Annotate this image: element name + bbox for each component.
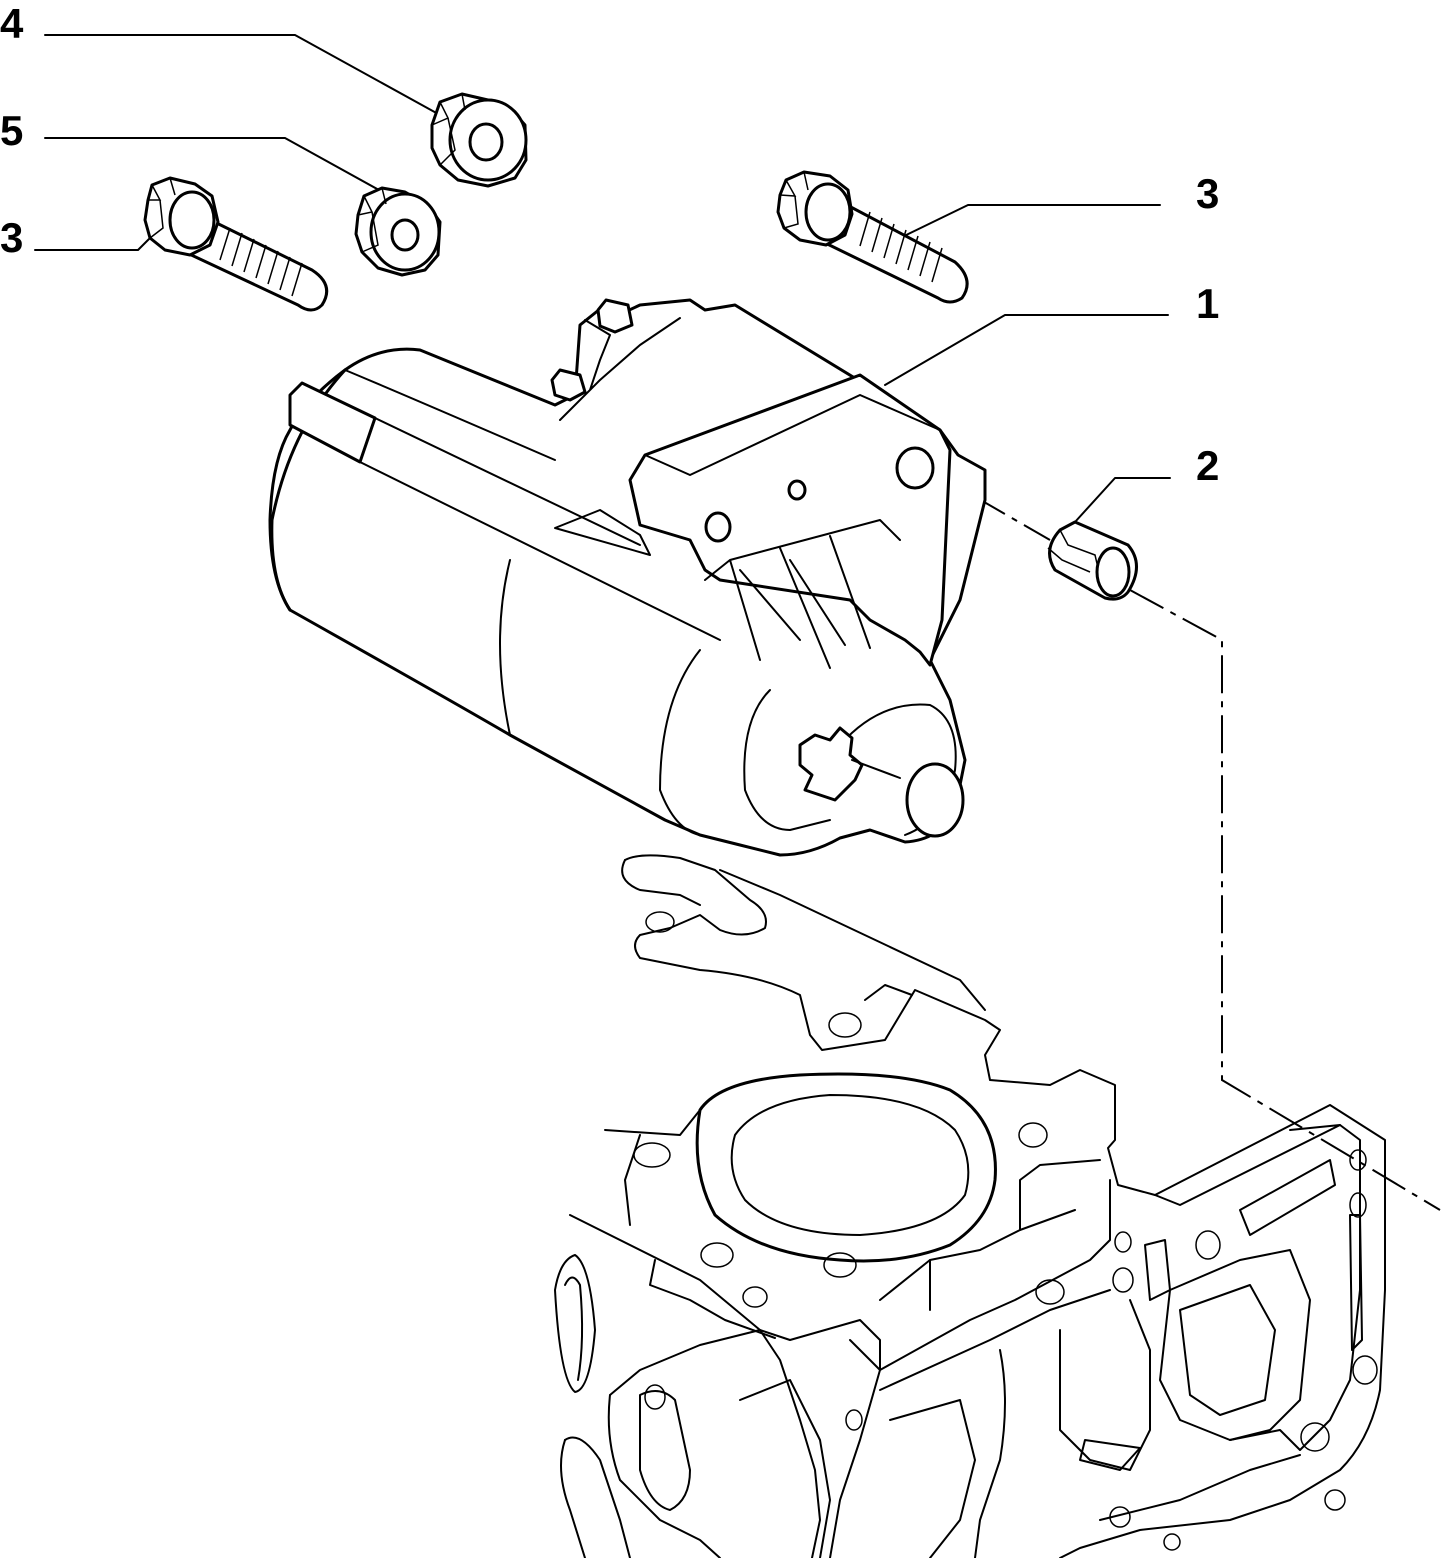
callout-2: 2	[1196, 442, 1219, 489]
leader-lines	[34, 34, 1171, 523]
callout-5: 5	[0, 107, 23, 154]
leader-5	[44, 137, 389, 196]
bolt-right	[776, 170, 969, 304]
callout-4: 4	[0, 0, 24, 47]
flange-nut-large	[430, 92, 528, 188]
leader-4	[44, 34, 441, 116]
callout-3-right: 3	[1196, 170, 1219, 217]
assembly-axis-lines	[919, 464, 1441, 1211]
engine-block	[554, 854, 1386, 1558]
leader-3-left	[34, 227, 161, 251]
bolt-left	[143, 176, 329, 312]
dowel-sleeve	[1047, 520, 1138, 601]
leader-1	[884, 314, 1169, 386]
callout-1: 1	[1196, 280, 1219, 327]
starter-motor	[268, 298, 987, 857]
callout-3-left: 3	[0, 214, 23, 261]
leader-2	[1074, 477, 1171, 523]
axis-line-mount	[1129, 589, 1441, 1211]
leader-3-right	[899, 204, 1161, 239]
flange-nut-small	[354, 186, 442, 277]
